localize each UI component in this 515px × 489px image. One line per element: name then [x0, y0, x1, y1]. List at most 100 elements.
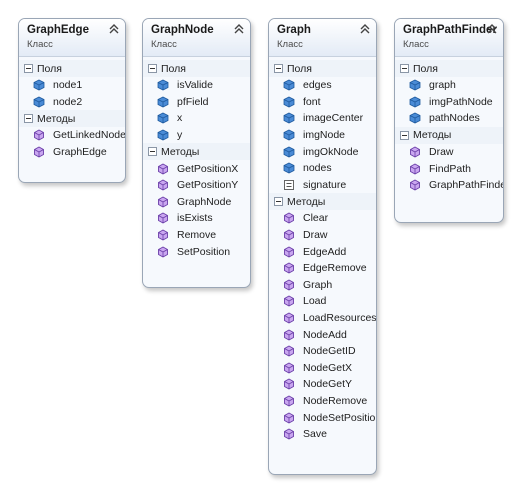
collapse-chevron-icon[interactable]: [487, 23, 497, 35]
section-label: Методы: [37, 112, 76, 125]
field-item[interactable]: font: [269, 94, 376, 111]
field-item[interactable]: imageCenter: [269, 110, 376, 127]
class-box-graph-path-finder[interactable]: GraphPathFinder Класс Поля graph imgPath…: [394, 18, 504, 223]
collapse-minus-icon[interactable]: [24, 114, 33, 124]
field-item[interactable]: y: [143, 127, 250, 144]
field-item[interactable]: imgOkNode: [269, 143, 376, 160]
field-icon: [283, 162, 295, 174]
field-icon: [157, 113, 169, 124]
method-item[interactable]: Load: [269, 293, 376, 310]
method-item[interactable]: EdgeAdd: [269, 243, 376, 260]
collapse-chevron-icon[interactable]: [360, 23, 370, 35]
method-item[interactable]: GraphPathFinder: [395, 177, 503, 194]
method-icon: [410, 146, 420, 158]
collapse-minus-icon[interactable]: [24, 64, 33, 73]
method-item[interactable]: Remove: [143, 227, 250, 244]
collapse-minus-icon[interactable]: [400, 130, 409, 140]
section-label: Поля: [37, 62, 62, 75]
field-item[interactable]: graph: [395, 77, 503, 94]
field-item[interactable]: x: [143, 110, 250, 127]
method-item[interactable]: NodeGetID: [269, 343, 376, 360]
method-item[interactable]: GetPositionY: [143, 177, 250, 194]
methods-section-header[interactable]: Методы: [395, 126, 503, 144]
field-item[interactable]: pfField: [143, 94, 250, 111]
field-icon: [157, 96, 169, 108]
field-item[interactable]: node2: [19, 94, 125, 111]
section-label: Поля: [161, 62, 186, 75]
class-box-graph-node[interactable]: GraphNode Класс Поля isValide pfField x …: [142, 18, 251, 288]
collapse-minus-icon[interactable]: [148, 147, 157, 157]
method-item[interactable]: Draw: [269, 227, 376, 244]
field-item[interactable]: node1: [19, 77, 125, 94]
method-icon: [158, 163, 168, 175]
field-icon: [157, 129, 169, 141]
fields-section-header[interactable]: Поля: [269, 60, 376, 77]
method-item[interactable]: EdgeRemove: [269, 260, 376, 277]
method-item[interactable]: Graph: [269, 277, 376, 294]
method-item[interactable]: NodeSetPosition: [269, 409, 376, 426]
method-item[interactable]: FindPath: [395, 160, 503, 177]
fields-list: edges font imageCenter imgNode imgOkNode…: [269, 77, 376, 193]
method-item[interactable]: GraphNode: [143, 194, 250, 211]
method-item[interactable]: Save: [269, 426, 376, 443]
class-kind: Класс: [403, 39, 429, 50]
field-item[interactable]: isValide: [143, 77, 250, 94]
class-header[interactable]: Graph Класс: [269, 19, 376, 57]
method-icon: [410, 163, 420, 175]
class-header[interactable]: GraphEdge Класс: [19, 19, 125, 57]
field-item[interactable]: signature: [269, 177, 376, 194]
method-item[interactable]: NodeGetX: [269, 360, 376, 377]
field-item[interactable]: pathNodes: [395, 110, 503, 127]
class-name: GraphNode: [151, 24, 214, 36]
section-label: Методы: [413, 129, 452, 142]
class-header[interactable]: GraphPathFinder Класс: [395, 19, 503, 57]
class-kind: Класс: [277, 39, 303, 50]
method-item[interactable]: GetLinkedNodes: [19, 127, 125, 144]
fields-section-header[interactable]: Поля: [19, 60, 125, 77]
method-icon: [284, 395, 294, 407]
method-item[interactable]: Clear: [269, 210, 376, 227]
field-item[interactable]: imgNode: [269, 127, 376, 144]
class-box-graph-edge[interactable]: GraphEdge Класс Поля node1 node2 Методы …: [18, 18, 126, 183]
collapse-minus-icon[interactable]: [400, 64, 409, 73]
collapse-minus-icon[interactable]: [148, 64, 157, 73]
class-name: Graph: [277, 24, 311, 36]
method-item[interactable]: isExists: [143, 210, 250, 227]
method-item[interactable]: Draw: [395, 144, 503, 161]
collapse-chevron-icon[interactable]: [109, 23, 119, 35]
method-item[interactable]: NodeGetY: [269, 376, 376, 393]
constant-icon: [284, 179, 294, 190]
method-icon: [284, 229, 294, 241]
method-item[interactable]: NodeAdd: [269, 326, 376, 343]
method-item[interactable]: LoadResources: [269, 310, 376, 327]
field-icon: [283, 113, 295, 124]
method-item[interactable]: SetPosition: [143, 243, 250, 260]
method-item[interactable]: GraphEdge: [19, 144, 125, 161]
methods-section-header[interactable]: Методы: [269, 193, 376, 211]
field-item[interactable]: imgPathNode: [395, 94, 503, 111]
method-icon: [284, 329, 294, 341]
class-name: GraphPathFinder: [403, 24, 497, 36]
class-box-graph[interactable]: Graph Класс Поля edges font imageCenter …: [268, 18, 377, 475]
method-item[interactable]: GetPositionX: [143, 160, 250, 177]
class-kind: Класс: [151, 39, 177, 50]
collapse-minus-icon[interactable]: [274, 197, 283, 207]
field-item[interactable]: nodes: [269, 160, 376, 177]
section-label: Поля: [413, 62, 438, 75]
fields-section-header[interactable]: Поля: [395, 60, 503, 77]
field-icon: [409, 79, 421, 91]
fields-section-header[interactable]: Поля: [143, 60, 250, 77]
methods-section-header[interactable]: Методы: [143, 143, 250, 161]
field-icon: [33, 79, 45, 91]
class-name: GraphEdge: [27, 24, 89, 36]
field-icon: [283, 79, 295, 91]
collapse-minus-icon[interactable]: [274, 64, 283, 73]
method-icon: [158, 212, 168, 224]
method-item[interactable]: NodeRemove: [269, 393, 376, 410]
method-icon: [410, 179, 420, 191]
methods-section-header[interactable]: Методы: [19, 110, 125, 128]
class-header[interactable]: GraphNode Класс: [143, 19, 250, 57]
method-icon: [158, 229, 168, 241]
collapse-chevron-icon[interactable]: [234, 23, 244, 35]
field-item[interactable]: edges: [269, 77, 376, 94]
